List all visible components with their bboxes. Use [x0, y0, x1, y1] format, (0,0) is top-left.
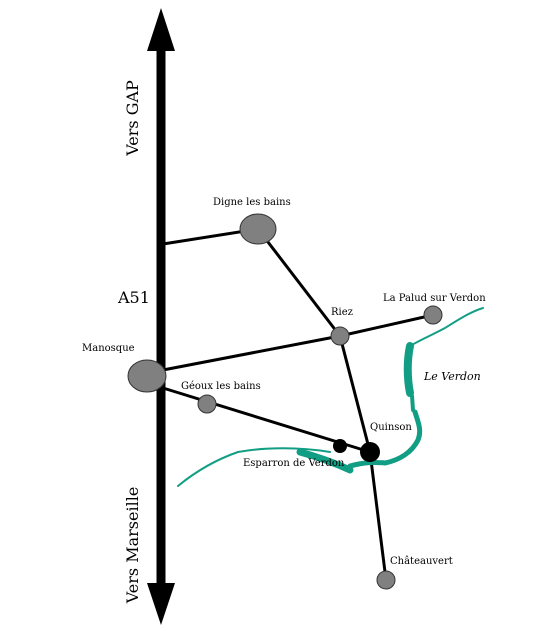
town-digne-label: Digne les bains [213, 197, 291, 208]
river-label: Le Verdon [423, 370, 481, 383]
town-chateauvert-marker [376, 570, 396, 590]
town-riez-marker [330, 326, 350, 346]
river-quinson-segment [347, 409, 423, 469]
town-digne-marker [239, 213, 277, 245]
highway-label: A51 [117, 288, 150, 307]
town-riez-label: Riez [331, 307, 353, 318]
south-arrow-icon [147, 583, 175, 625]
town-quinson-marker [360, 442, 380, 462]
towns [127, 213, 443, 590]
river-west-segment [177, 447, 331, 487]
town-lapalud-marker [423, 305, 443, 325]
labels: Vers GAP Vers Marseille A51 Digne les ba… [82, 80, 486, 604]
river-gorge-lake [403, 342, 414, 397]
town-quinson-label: Quinson [370, 422, 412, 433]
town-manosque-marker [127, 359, 167, 393]
river-gorge-link [410, 394, 415, 412]
river-east-segment [409, 307, 484, 347]
highway-a51 [147, 8, 175, 625]
town-esparron-label: Esparron de Verdon [243, 458, 345, 469]
town-manosque-label: Manosque [82, 343, 135, 354]
roads [162, 227, 434, 581]
road-riez-lapalud [339, 313, 434, 338]
road-digne-riez [256, 228, 342, 337]
road-quinson-chateauvert [368, 451, 388, 581]
road-riez-quinson [338, 335, 372, 453]
north-arrow-icon [147, 8, 175, 51]
town-lapalud-label: La Palud sur Verdon [383, 293, 486, 304]
town-esparron-marker [333, 439, 347, 453]
town-chateauvert-label: Châteauvert [390, 556, 453, 567]
town-geoux-marker [197, 394, 217, 414]
town-geoux-label: Géoux les bains [181, 381, 261, 392]
north-direction-label: Vers GAP [123, 80, 142, 157]
road-manosque-riez [162, 334, 341, 372]
river-verdon [177, 307, 484, 487]
south-direction-label: Vers Marseille [123, 487, 142, 605]
river-lake-esparron [296, 448, 354, 474]
